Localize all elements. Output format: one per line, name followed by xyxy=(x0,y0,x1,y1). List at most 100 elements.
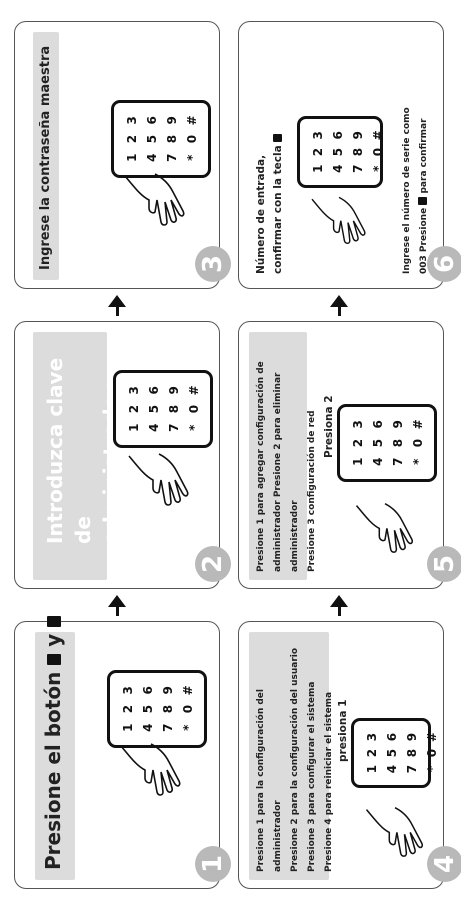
step-4-instructions: Presione 1 para la configuración del adm… xyxy=(253,632,338,872)
keypad-key: 2 xyxy=(127,404,141,414)
arrow-shaft xyxy=(116,307,119,316)
keypad-key: 6 xyxy=(145,116,159,125)
keypad-key: 8 xyxy=(391,438,405,448)
keypad-key: 3 xyxy=(125,116,139,125)
step-number-5: 5 xyxy=(427,546,461,582)
step-5-line-1: Presione 1 para agregar configuración de xyxy=(256,361,266,572)
keypad-key: 4 xyxy=(141,723,155,732)
keypad-key: 2 xyxy=(125,134,139,144)
keypad-key: # xyxy=(185,115,199,126)
keypad-key: 8 xyxy=(351,147,365,157)
keypad-key: 2 xyxy=(351,438,365,448)
keypad-key: # xyxy=(371,130,385,141)
keypad-key: 9 xyxy=(405,732,419,742)
step-5-panel: Presione 1 para agregar configuración de… xyxy=(238,321,461,589)
keypad-key: 5 xyxy=(141,704,155,714)
step-number-4: 4 xyxy=(427,846,461,882)
step-3-band: Ingrese la contraseña maestra xyxy=(33,32,59,280)
keypad-key: 5 xyxy=(371,438,385,448)
arrow-shaft xyxy=(116,607,119,616)
keypad-key: 9 xyxy=(167,386,181,395)
keypad-key: 3 xyxy=(311,131,325,140)
step-1-band: Presione el botón y xyxy=(35,615,75,880)
keypad-key: 8 xyxy=(161,704,175,714)
keypad-key: * xyxy=(425,765,439,773)
keypad-key: 7 xyxy=(167,423,181,432)
keypad-key: 9 xyxy=(391,420,405,429)
keypad-key: 4 xyxy=(147,423,161,432)
keypad-key: 0 xyxy=(187,404,201,414)
hand-icon xyxy=(128,453,189,506)
keypad-key: 3 xyxy=(121,686,135,695)
hand-icon xyxy=(120,743,181,796)
arrow-right-icon xyxy=(108,595,126,607)
step-4-panel: Presione 1 para la configuración del adm… xyxy=(238,621,461,889)
keypad-key: * xyxy=(181,724,195,731)
step-2-band: Introduzca clave de administrador xyxy=(33,332,123,580)
step-6-footer: Ingrese el número de serie como 003 Pres… xyxy=(399,107,433,274)
keypad-key: 6 xyxy=(331,131,345,140)
step-number-3: 3 xyxy=(195,246,231,282)
step-2-panel: Introduzca clave de administrador 1 2 3 4 5 6… xyxy=(14,321,231,589)
keypad-key: 2 xyxy=(311,147,325,157)
step-6-footer-2-row: 003 Presione para confirmar xyxy=(416,107,433,274)
keypad-key: * xyxy=(187,424,201,431)
step-6-header-2-row: confirmar con la tecla xyxy=(270,133,287,274)
keypad-key: * xyxy=(411,458,425,465)
keypad-key: 9 xyxy=(165,116,179,125)
step-1-text-a: Presione el botón xyxy=(41,671,65,870)
keypad-key: 3 xyxy=(351,420,365,429)
step-number-2: 2 xyxy=(195,546,231,582)
keypad-key: 4 xyxy=(385,764,399,774)
keypad-key: 2 xyxy=(365,748,379,758)
step-3-text: Ingrese la contraseña maestra xyxy=(38,45,53,270)
step-6-panel: Número de entrada, confirmar con la tecl… xyxy=(238,21,461,289)
step-6-footer-2b: para confirmar xyxy=(419,118,429,194)
keypad-key: 5 xyxy=(331,147,345,157)
keypad-key: 3 xyxy=(127,386,141,395)
hand-icon xyxy=(365,807,423,857)
keypad-key: 0 xyxy=(371,147,385,157)
press-label: Presiona 2 xyxy=(323,395,335,458)
keypad-key: 1 xyxy=(311,164,325,173)
keypad-key: * xyxy=(371,165,385,172)
arrow-right-icon xyxy=(108,295,126,307)
keypad-key: 5 xyxy=(385,748,399,758)
step-number-1: 1 xyxy=(195,846,231,882)
keypad-key: 7 xyxy=(391,457,405,466)
keypad-key: 0 xyxy=(185,134,199,144)
keypad-key: # xyxy=(187,385,201,396)
keypad-key: 1 xyxy=(127,423,141,432)
step-5-instructions: Presione 1 para agregar configuración de… xyxy=(253,332,321,572)
keypad-key: 6 xyxy=(147,386,161,395)
keypad-key: # xyxy=(181,685,195,696)
arrow-shaft xyxy=(338,607,341,616)
keypad-key: 3 xyxy=(365,732,379,742)
keypad-key: 9 xyxy=(161,686,175,695)
step-1-text: Presione el botón y xyxy=(41,615,65,870)
step-6-header-2: confirmar con la tecla xyxy=(272,145,284,274)
keypad-key: 1 xyxy=(125,153,139,162)
keypad-key: 1 xyxy=(351,457,365,466)
step-2-line-1: Introduzca clave de xyxy=(43,357,95,544)
keypad-key: 9 xyxy=(351,131,365,140)
key-icon xyxy=(418,196,427,205)
step-4-band: Presione 1 para la configuración del adm… xyxy=(249,632,334,880)
keypad-key: # xyxy=(411,419,425,430)
keypad-key: 7 xyxy=(405,764,419,774)
keypad-key: 0 xyxy=(411,438,425,448)
keypad-key: 5 xyxy=(147,404,161,414)
step-4-line-3: Presione 3 para configurar el sistema xyxy=(307,681,317,872)
step-number-6: 6 xyxy=(427,246,461,282)
arrow-right-icon xyxy=(330,295,348,307)
